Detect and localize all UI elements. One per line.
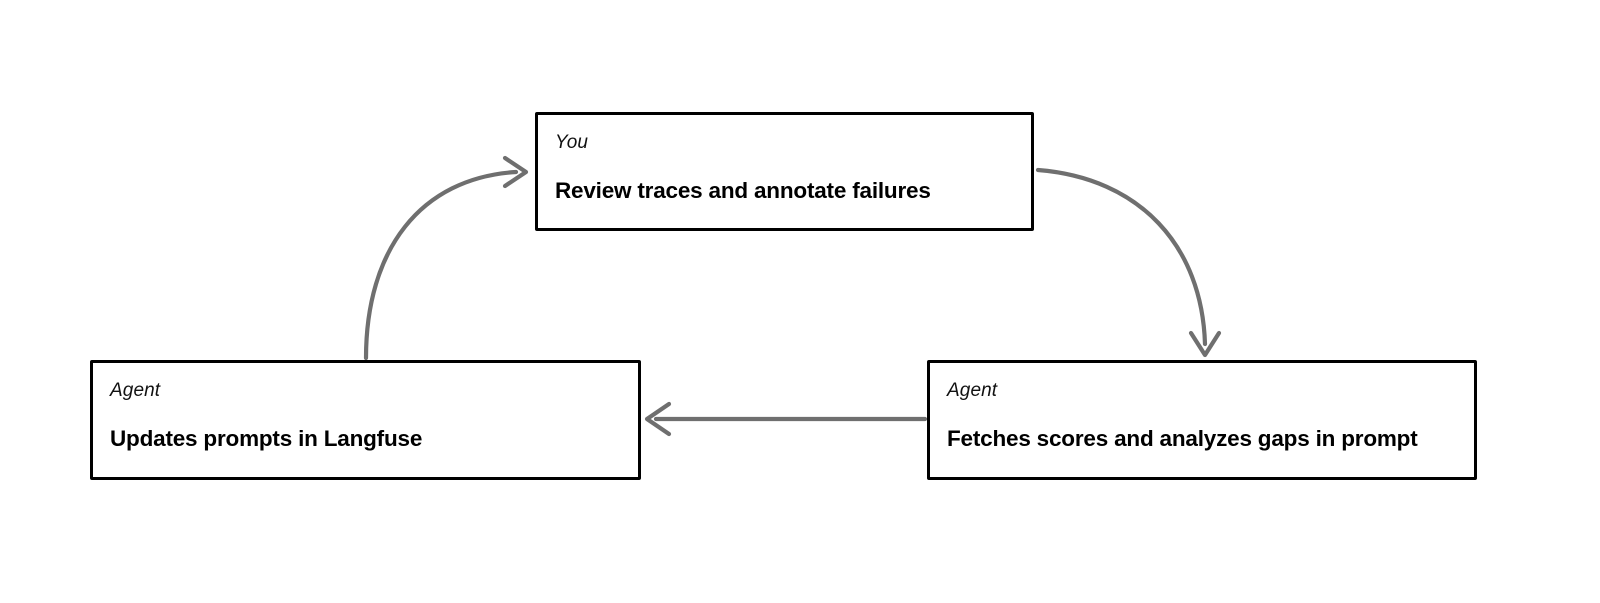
node-you-review[interactable]: You Review traces and annotate failures [535, 112, 1034, 231]
node-agent-fetches[interactable]: Agent Fetches scores and analyzes gaps i… [927, 360, 1477, 480]
node-title-label: Updates prompts in Langfuse [110, 426, 423, 451]
node-role-label: You [555, 132, 589, 153]
node-title-label: Fetches scores and analyzes gaps in prom… [947, 426, 1418, 451]
node-agent-updates[interactable]: Agent Updates prompts in Langfuse [90, 360, 641, 480]
node-title-label: Review traces and annotate failures [555, 178, 931, 203]
edge-you-to-fetches [1035, 167, 1222, 358]
edge-updates-to-you [363, 155, 529, 361]
node-role-label: Agent [110, 380, 161, 401]
node-role-label: Agent [947, 380, 998, 401]
edge-fetches-to-updates [644, 401, 928, 437]
